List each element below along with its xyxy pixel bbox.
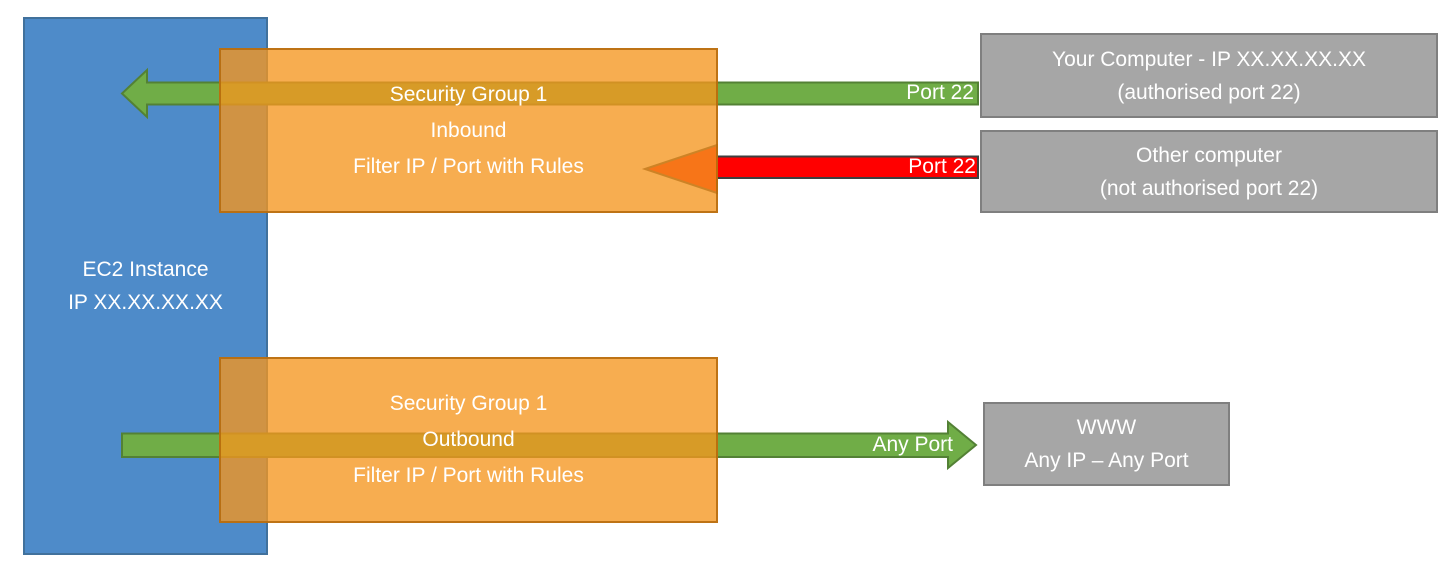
- www-note: Any IP – Any Port: [1024, 449, 1189, 472]
- your-computer-box: Your Computer - IP XX.XX.XX.XX (authoris…: [980, 33, 1438, 118]
- sg-inbound-title: Security Group 1: [389, 82, 548, 106]
- sg-outbound-rule: Filter IP / Port with Rules: [353, 464, 584, 487]
- www-title: WWW: [1076, 416, 1137, 439]
- security-group-outbound-box: Security Group 1 Outbound Filter IP / Po…: [219, 357, 718, 523]
- other-computer-box: Other computer (not authorised port 22): [980, 130, 1438, 213]
- your-computer-title: Your Computer - IP XX.XX.XX.XX: [1052, 47, 1366, 71]
- sg-inbound-rule: Filter IP / Port with Rules: [353, 154, 584, 178]
- outbound-port-label: Any Port: [872, 432, 953, 456]
- ec2-instance-title: EC2 Instance: [82, 258, 209, 281]
- your-computer-note: (authorised port 22): [1117, 80, 1301, 104]
- ec2-instance-ip: IP XX.XX.XX.XX: [68, 291, 223, 314]
- inbound-allowed-port-label: Port 22: [906, 80, 974, 104]
- sg-outbound-direction: Outbound: [422, 428, 515, 451]
- sg-outbound-title: Security Group 1: [389, 392, 548, 415]
- www-box: WWW Any IP – Any Port: [983, 402, 1230, 486]
- other-computer-title: Other computer: [1136, 143, 1282, 167]
- security-group-inbound-box: Security Group 1 Inbound Filter IP / Por…: [219, 48, 718, 213]
- other-computer-note: (not authorised port 22): [1099, 176, 1319, 200]
- inbound-blocked-port-label: Port 22: [908, 154, 976, 178]
- sg-inbound-direction: Inbound: [430, 118, 507, 142]
